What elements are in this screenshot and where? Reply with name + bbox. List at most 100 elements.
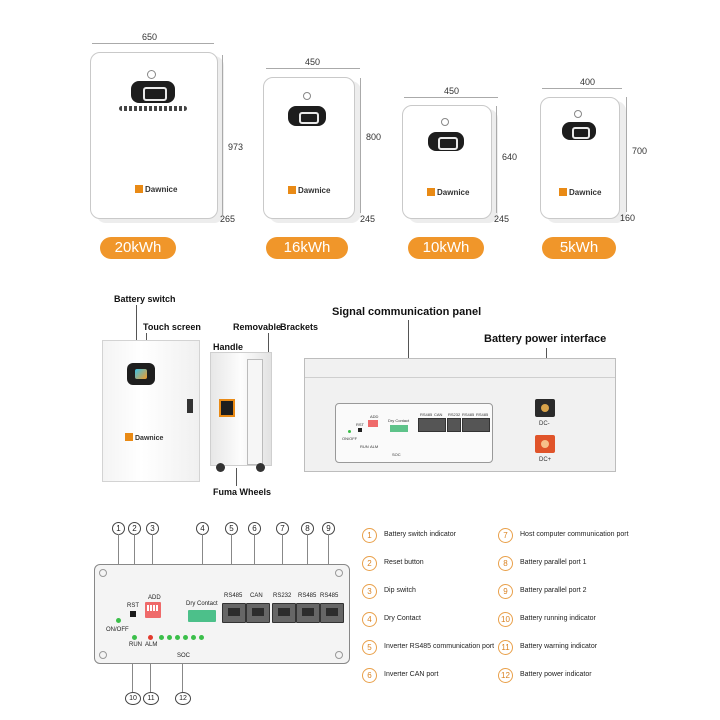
capacity-badge: 20kWh <box>100 237 176 259</box>
battery-switch-pointer <box>136 305 137 360</box>
parallel-ports[interactable] <box>462 418 490 432</box>
height-label: 640 <box>502 152 518 162</box>
dry-contact-terminal[interactable] <box>390 425 408 432</box>
parallel-port-2[interactable] <box>320 603 344 623</box>
dip-switch[interactable] <box>368 420 378 427</box>
onoff-label: ON/OFF <box>106 627 129 633</box>
leader-line <box>132 650 133 692</box>
screw-icon <box>335 651 343 659</box>
depth-label: 265 <box>220 214 236 224</box>
legend-text: Battery parallel port 1 <box>520 559 587 566</box>
rs485-can-port[interactable] <box>418 418 446 432</box>
width-label: 450 <box>444 86 460 96</box>
soc-led-icon <box>159 635 164 640</box>
battery-unit: Dawnice <box>90 52 218 219</box>
brand-logo: Dawnice <box>427 188 469 197</box>
legend-text: Battery running indicator <box>520 615 596 622</box>
front-touch-screen <box>127 363 155 385</box>
brackets-label: Brackets <box>280 322 319 332</box>
touch-screen-label: Touch screen <box>143 322 201 332</box>
parallel-port-1[interactable] <box>296 603 320 623</box>
legend-num: 2 <box>362 556 377 571</box>
add-label: ADD <box>370 414 379 419</box>
width-dimension-line <box>542 88 622 89</box>
dc-minus-terminal[interactable] <box>535 399 555 417</box>
legend-text: Host computer communication port <box>520 531 629 538</box>
detail-panel-plate: ON/OFF RST ADD Dry Contact RS485 CAN RS2… <box>94 564 350 664</box>
touch-screen <box>131 81 175 103</box>
rs485-parallel-2-label: RS485 <box>320 593 339 599</box>
soc-label: SOC <box>177 653 191 659</box>
alm-label: ALM <box>370 444 379 449</box>
dip-toggles <box>147 605 159 611</box>
port-label: RS485 <box>420 412 433 417</box>
leader-line <box>328 534 329 592</box>
logo-mark-icon <box>559 188 567 196</box>
reset-button[interactable] <box>358 428 362 432</box>
height-dimension-line <box>222 55 223 215</box>
depth-label: 245 <box>360 214 376 224</box>
width-label: 400 <box>580 77 596 87</box>
soc-led-icon <box>167 635 172 640</box>
onoff-led-icon <box>116 618 121 623</box>
inverter-rs485-port[interactable] <box>222 603 246 623</box>
host-rs232-port[interactable] <box>272 603 296 623</box>
handle-icon <box>219 399 235 417</box>
soc-led-icon <box>175 635 180 640</box>
logo-mark-icon <box>135 185 143 193</box>
dry-contact-terminal[interactable] <box>188 610 216 622</box>
onoff-led <box>348 430 351 433</box>
run-label: RUN <box>360 444 369 449</box>
terminal-pin-icon <box>541 404 549 412</box>
screw-icon <box>335 569 343 577</box>
dip-switch[interactable] <box>145 602 161 618</box>
run-led-icon <box>132 635 137 640</box>
handle-label: Handle <box>213 342 244 352</box>
port-label: RS232 <box>448 412 461 417</box>
height-label: 800 <box>366 132 382 142</box>
legend-num: 10 <box>498 612 513 627</box>
reset-button[interactable] <box>130 611 136 617</box>
legend-num: 12 <box>498 668 513 683</box>
brand-logo: Dawnice <box>559 188 601 197</box>
legend-text: Dip switch <box>384 587 416 594</box>
add-label: ADD <box>148 595 161 601</box>
screw-icon <box>99 569 107 577</box>
dc-plus-terminal[interactable] <box>535 435 555 453</box>
battery-unit: Dawnice <box>540 97 620 219</box>
soc-led-icon <box>191 635 196 640</box>
callout-11: 11 <box>143 692 159 705</box>
port-label: CAN <box>434 412 443 417</box>
legend-num: 3 <box>362 584 377 599</box>
alm-label: ALM <box>145 642 158 648</box>
rst-label: RST <box>356 422 364 427</box>
width-label: 650 <box>142 32 158 42</box>
rst-label: RST <box>127 603 139 609</box>
battery-unit: Dawnice <box>402 105 492 219</box>
legend-text: Battery parallel port 2 <box>520 587 587 594</box>
callout-10: 10 <box>125 692 141 705</box>
width-label: 450 <box>305 57 321 67</box>
height-label: 700 <box>632 146 648 156</box>
capacity-badge: 16kWh <box>266 237 348 259</box>
power-button-icon <box>574 110 582 118</box>
screen-display <box>135 369 147 379</box>
dc-plus-label: DC+ <box>539 457 552 463</box>
led-strip <box>119 106 187 111</box>
power-button-icon <box>303 92 311 100</box>
removable-label: Removable <box>233 322 282 332</box>
inverter-can-port[interactable] <box>246 603 270 623</box>
callout-12: 12 <box>175 692 191 705</box>
rs232-port[interactable] <box>447 418 461 432</box>
height-label: 973 <box>228 142 244 152</box>
port-label: RS485 <box>462 412 475 417</box>
onoff-label: ON/OFF <box>342 436 358 441</box>
legend-text: Battery warning indicator <box>520 643 598 650</box>
power-button-icon <box>441 118 449 126</box>
touch-screen <box>562 122 596 140</box>
wheels-label: Fuma Wheels <box>213 487 272 497</box>
port-label: RS485 <box>476 412 489 417</box>
screw-icon <box>99 651 107 659</box>
legend-text: Inverter RS485 communication port <box>384 643 495 650</box>
legend-text: Dry Contact <box>384 615 421 622</box>
